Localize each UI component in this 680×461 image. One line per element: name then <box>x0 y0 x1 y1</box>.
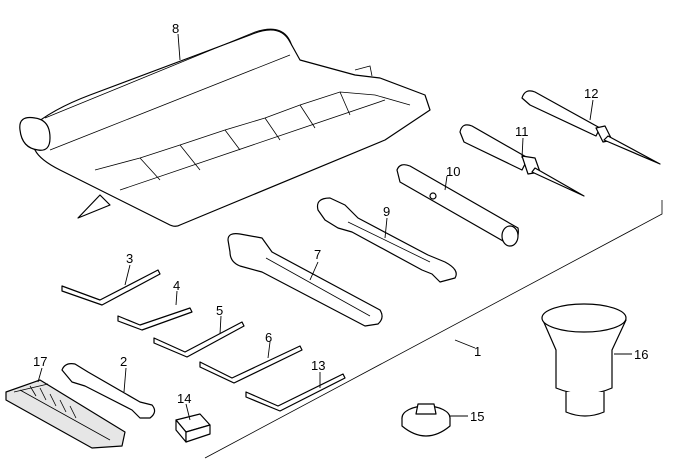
part-17-fuse-tool <box>5 367 126 449</box>
part-8-tool-roll-bag <box>19 28 431 227</box>
callout-5: 5 <box>216 303 223 318</box>
callout-16: 16 <box>634 347 648 362</box>
part-6-allen-key <box>199 341 303 384</box>
callout-14: 14 <box>177 391 191 406</box>
callout-3: 3 <box>126 251 133 266</box>
part-11-screwdriver <box>459 124 585 197</box>
callout-1: 1 <box>474 344 481 359</box>
part-15-socket <box>401 403 468 437</box>
callout-4: 4 <box>173 278 180 293</box>
callout-9: 9 <box>383 204 390 219</box>
callout-10: 10 <box>446 164 460 179</box>
callout-6: 6 <box>265 330 272 345</box>
part-13-allen-key <box>245 372 346 412</box>
callout-2: 2 <box>120 354 127 369</box>
part-7-wrench <box>227 233 383 327</box>
part-12-screwdriver <box>521 90 661 165</box>
callout-15: 15 <box>470 409 484 424</box>
part-16-cup <box>541 303 632 417</box>
callout-11: 11 <box>515 124 529 139</box>
callout-labels: 8 12 11 10 9 7 3 4 5 6 1 16 17 2 13 14 1… <box>33 21 648 424</box>
callout-7: 7 <box>314 247 321 262</box>
part-2-small-wrench <box>61 363 156 419</box>
callout-13: 13 <box>311 358 325 373</box>
part-14-fuse <box>175 403 211 443</box>
callout-8: 8 <box>172 21 179 36</box>
part-3-allen-key <box>61 264 161 306</box>
part-1-toolkit-outline <box>204 200 663 459</box>
part-10-box-spanner <box>396 164 519 247</box>
callout-12: 12 <box>584 86 598 101</box>
callout-17: 17 <box>33 354 47 369</box>
part-4-allen-key <box>117 290 193 331</box>
part-9-wrench <box>316 197 457 283</box>
part-5-allen-key <box>153 315 245 358</box>
